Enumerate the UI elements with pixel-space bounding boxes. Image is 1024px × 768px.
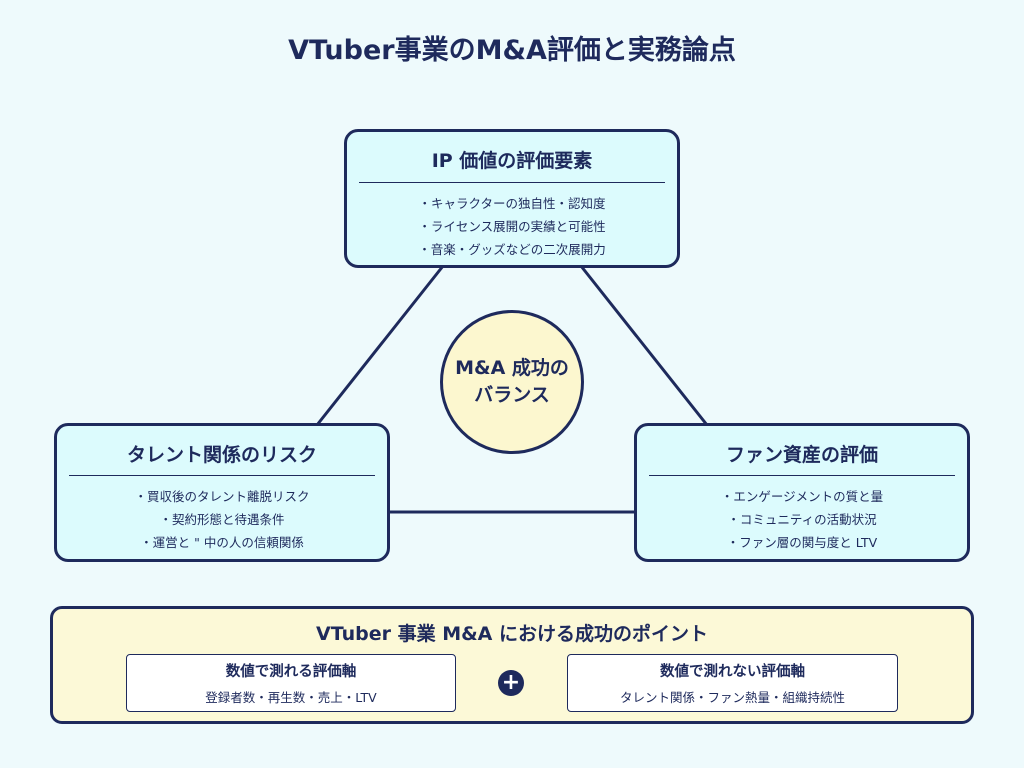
ip-value-box: IP 価値の評価要素 ・キャラクターの独自性・認知度 ・ライセンス展開の実績と可… <box>344 129 680 268</box>
list-item: ・エンゲージメントの質と量 <box>720 489 884 504</box>
balance-label-line2: バランス <box>474 384 550 406</box>
page-title: VTuber事業のM&A評価と実務論点 <box>288 35 736 66</box>
connector-ip-fan <box>579 265 709 426</box>
fan-asset-box: ファン資産の評価 ・エンゲージメントの質と量 ・コミュニティの活動状況 ・ファン… <box>634 423 970 562</box>
ip-value-list: ・キャラクターの独自性・認知度 ・ライセンス展開の実績と可能性 ・音楽・グッズな… <box>347 192 677 261</box>
balance-circle: M&A 成功の バランス <box>440 310 584 454</box>
measurable-axis-box: 数値で測れる評価軸 登録者数・再生数・売上・LTV <box>126 654 456 712</box>
ip-value-divider <box>359 182 665 183</box>
unmeasurable-axis-text: タレント関係・ファン熱量・組織持続性 <box>619 690 845 705</box>
talent-risk-box: タレント関係のリスク ・買収後のタレント離脱リスク ・契約形態と待遇条件 ・運営… <box>54 423 390 562</box>
list-item: ・買収後のタレント離脱リスク <box>134 489 310 504</box>
plus-icon: + <box>498 670 524 696</box>
list-item: ・コミュニティの活動状況 <box>727 512 877 527</box>
ip-value-title: IP 価値の評価要素 <box>431 150 593 172</box>
unmeasurable-axis-title: 数値で測れない評価軸 <box>660 664 805 680</box>
list-item: ・キャラクターの独自性・認知度 <box>418 196 606 211</box>
list-item: ・ファン層の関与度と LTV <box>726 535 878 550</box>
success-points-title: VTuber 事業 M&A における成功のポイント <box>316 623 708 645</box>
measurable-axis-text: 登録者数・再生数・売上・LTV <box>205 690 377 705</box>
list-item: ・契約形態と待遇条件 <box>159 512 285 527</box>
unmeasurable-axis-box: 数値で測れない評価軸 タレント関係・ファン熱量・組織持続性 <box>567 654 898 712</box>
talent-risk-divider <box>69 475 375 476</box>
measurable-axis-title: 数値で測れる評価軸 <box>225 664 357 680</box>
balance-label-line1: M&A 成功の <box>455 357 569 379</box>
talent-risk-title: タレント関係のリスク <box>126 444 317 466</box>
fan-asset-title: ファン資産の評価 <box>725 444 878 466</box>
talent-risk-list: ・買収後のタレント離脱リスク ・契約形態と待遇条件 ・運営と " 中の人の信頼関… <box>57 485 387 554</box>
list-item: ・運営と " 中の人の信頼関係 <box>140 535 304 550</box>
connector-ip-talent <box>315 265 445 426</box>
fan-asset-list: ・エンゲージメントの質と量 ・コミュニティの活動状況 ・ファン層の関与度と LT… <box>637 485 967 554</box>
fan-asset-divider <box>649 475 955 476</box>
list-item: ・ライセンス展開の実績と可能性 <box>418 219 606 234</box>
list-item: ・音楽・グッズなどの二次展開力 <box>418 242 606 257</box>
